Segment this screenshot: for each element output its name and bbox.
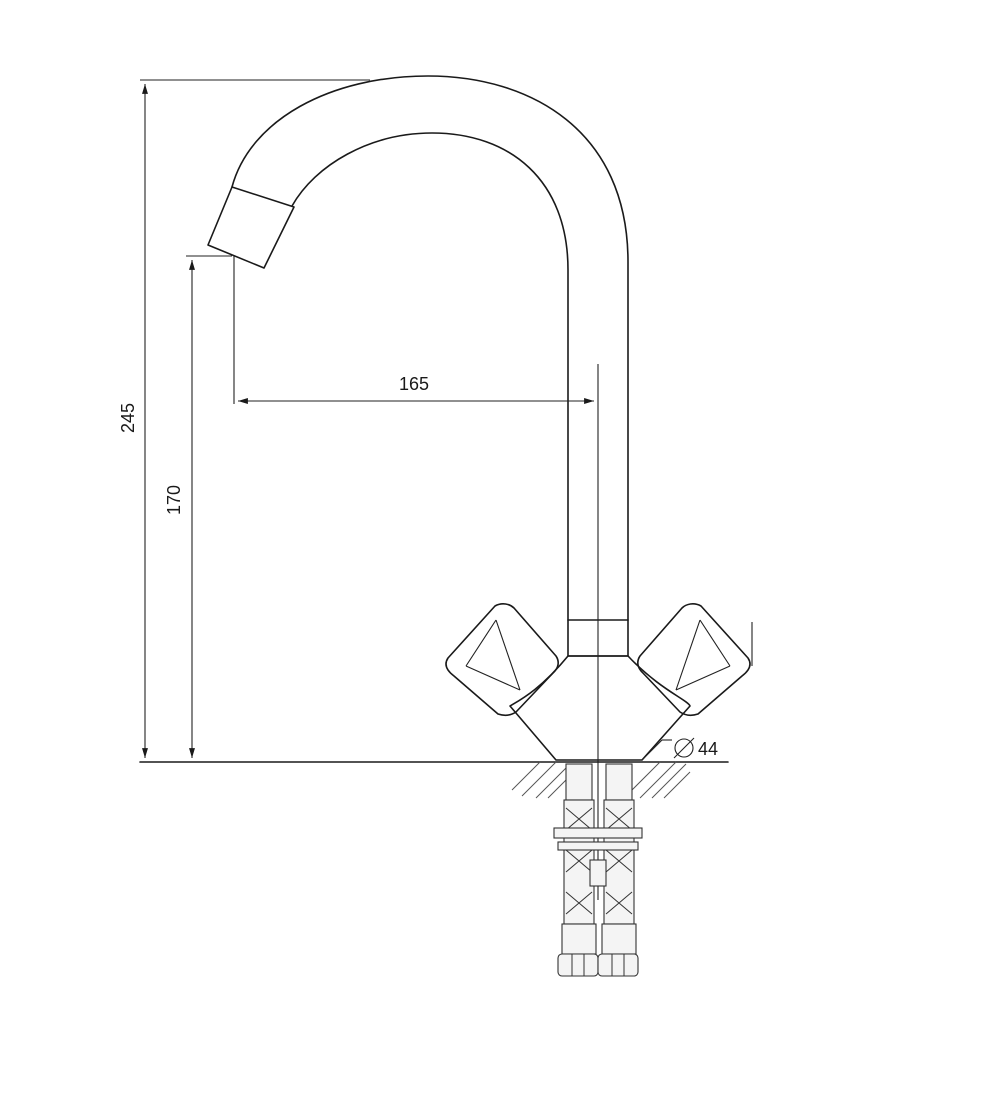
dimension-base-diameter: ⌀ 44 — [556, 737, 718, 761]
right-handle — [637, 603, 751, 717]
spout — [207, 75, 629, 621]
spout-reach-label: 165 — [399, 374, 429, 394]
aerator — [207, 186, 295, 269]
spout-height-label: 170 — [164, 485, 184, 515]
base-diameter-label: 44 — [698, 739, 718, 759]
base-diameter-symbol: ⌀ — [684, 753, 685, 755]
dimension-total-height: 245 — [118, 79, 370, 758]
countertop — [139, 761, 729, 799]
supply-hoses — [553, 763, 643, 977]
dimension-spout-height: 170 — [164, 255, 232, 758]
left-handle — [445, 603, 559, 717]
dimension-spout-reach: 165 — [233, 256, 594, 404]
total-height-label: 245 — [118, 403, 138, 433]
